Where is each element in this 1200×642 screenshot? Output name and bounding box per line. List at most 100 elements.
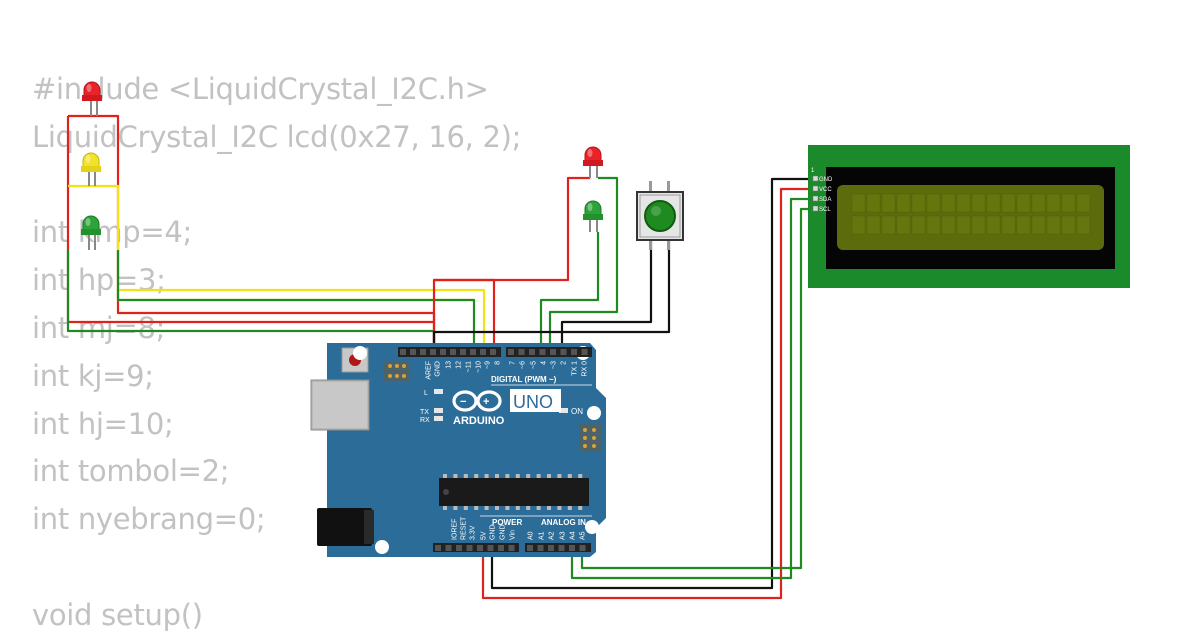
lcd-pin[interactable] (812, 185, 819, 192)
digital-pin-label: ~6 (520, 361, 527, 369)
header-socket[interactable] (440, 349, 446, 355)
digital-pin-label: GND (435, 361, 442, 377)
lcd-cell (1031, 215, 1046, 235)
header-socket[interactable] (579, 545, 586, 551)
header-socket[interactable] (410, 349, 416, 355)
chip-pin (495, 505, 499, 510)
lcd-cell (896, 193, 911, 213)
wire-green-lcd-sda[interactable] (570, 197, 815, 580)
wires (66, 114, 815, 600)
header-socket[interactable] (430, 349, 436, 355)
chip-pin (484, 505, 489, 510)
rx-label: RX (420, 417, 430, 424)
header-socket[interactable] (529, 349, 535, 355)
header-socket[interactable] (466, 545, 473, 551)
header-socket[interactable] (558, 545, 565, 551)
chip-pin (463, 474, 468, 479)
led-green-left[interactable] (81, 215, 101, 250)
header-socket[interactable] (527, 545, 533, 551)
lcd-cell (971, 215, 986, 235)
analog-pin-label: A3 (560, 531, 567, 540)
wire-black-button-a[interactable] (560, 240, 653, 354)
header-socket[interactable] (435, 545, 441, 551)
wire-green-ped-led[interactable] (548, 176, 619, 354)
lcd-pin[interactable] (812, 205, 819, 212)
header-socket[interactable] (456, 545, 462, 551)
wire-red-left-led[interactable] (68, 114, 436, 354)
header-socket[interactable] (490, 349, 496, 355)
header-socket[interactable] (550, 349, 556, 355)
header-socket[interactable] (498, 545, 504, 551)
header-socket[interactable] (508, 545, 515, 551)
lcd-cell (866, 193, 881, 213)
l-led (434, 389, 443, 394)
mount-hole (375, 540, 389, 554)
power-pin-label: Vin (510, 530, 517, 540)
digital-pin-label: 7 (510, 361, 517, 365)
wire-green-ped-led-b[interactable] (539, 232, 600, 354)
chip-pin (567, 505, 572, 510)
header-socket[interactable] (539, 349, 546, 355)
wire-black-lcd-gnd[interactable] (490, 177, 815, 590)
digital-pin-label: 12 (456, 361, 463, 369)
led-green-pedestrian[interactable] (583, 200, 603, 232)
code-line: int hp=3; (32, 263, 166, 298)
lcd-cell (941, 193, 956, 213)
header-socket[interactable] (569, 545, 575, 551)
chip-pin (578, 505, 583, 510)
wire-red-ped-led-b[interactable] (434, 278, 496, 354)
digital-header-left (398, 347, 501, 357)
lcd-pin-label: SDA (819, 197, 831, 203)
header-socket[interactable] (480, 349, 486, 355)
wire-green-lcd-scl[interactable] (580, 207, 815, 570)
header-socket[interactable] (460, 349, 466, 355)
chip-pin (505, 505, 510, 510)
header-socket[interactable] (548, 545, 554, 551)
rx-led (434, 416, 443, 421)
power-jack (317, 508, 372, 546)
header-socket[interactable] (470, 349, 476, 355)
wire-yellow-left-led[interactable] (68, 184, 486, 354)
lcd-cell (881, 215, 896, 235)
wire-green-left-led-b[interactable] (116, 250, 476, 354)
power-pin-label: IOREF (452, 519, 459, 540)
header-socket[interactable] (571, 349, 577, 355)
header-socket[interactable] (560, 349, 567, 355)
mount-hole (353, 346, 367, 360)
header-socket[interactable] (518, 349, 525, 355)
lcd-pin[interactable] (812, 175, 819, 182)
header-socket[interactable] (450, 349, 456, 355)
led-red-pedestrian[interactable] (583, 146, 603, 178)
led-red-left[interactable] (82, 81, 102, 116)
pushbutton[interactable] (636, 181, 684, 250)
led-yellow-left[interactable] (81, 152, 101, 186)
header-socket[interactable] (487, 545, 494, 551)
wire-red-ped-led[interactable] (432, 176, 590, 354)
lcd-cell (926, 215, 941, 235)
wire-red-lcd-vcc[interactable] (481, 187, 815, 600)
header-socket[interactable] (477, 545, 483, 551)
header-socket[interactable] (420, 349, 426, 355)
wire-black-button-b[interactable] (432, 240, 671, 354)
chip-pin (453, 505, 458, 510)
analog-pin-label: A1 (539, 531, 546, 540)
digital-pin-label: ~10 (476, 361, 483, 373)
header-socket[interactable] (400, 349, 406, 355)
analog-pin-label: A4 (570, 531, 577, 540)
lcd-cell (971, 193, 986, 213)
code-line: int mj=8; (32, 310, 166, 345)
header-socket[interactable] (537, 545, 544, 551)
header-socket[interactable] (581, 349, 588, 355)
wire-green-left-led[interactable] (66, 250, 436, 354)
header-socket[interactable] (508, 349, 514, 355)
wire-yellow-left-led-b[interactable] (116, 290, 475, 302)
uno-label: UNO (513, 392, 553, 412)
header-socket[interactable] (445, 545, 452, 551)
lcd-pin[interactable] (812, 195, 819, 202)
on-label: ON (571, 407, 583, 416)
